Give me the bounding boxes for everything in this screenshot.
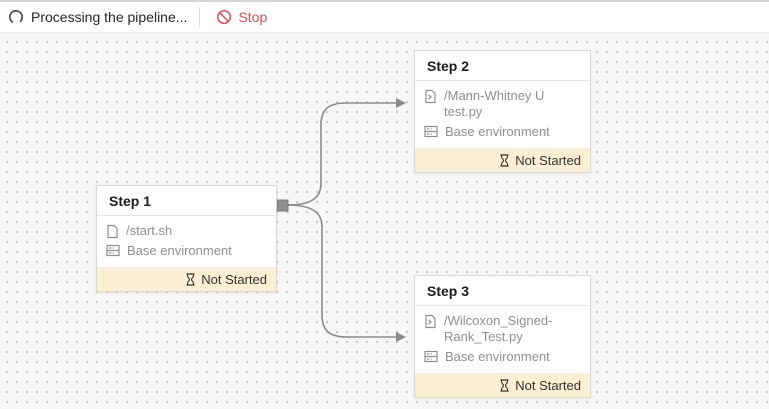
node-environment-label: Base environment [445,124,550,139]
node-status-label: Not Started [515,152,581,168]
edge-step1-step2 [286,102,396,206]
node-environment-label: Base environment [127,243,232,258]
arrowhead-step2 [396,98,406,108]
pipeline-node-step-1[interactable]: Step 1 /start.sh Base envi [96,185,277,292]
node-status-label: Not Started [201,271,267,287]
pipeline-node-step-2[interactable]: Step 2 /Mann-Whitney U test.py [414,50,591,173]
script-file-icon [424,89,437,104]
node-title: Step 3 [415,276,590,306]
node-environment-label: Base environment [445,349,550,364]
pipeline-node-step-3[interactable]: Step 3 /Wilcoxon_Signed-Rank_Test.py [414,275,591,398]
environment-icon [424,350,438,363]
pipeline-toolbar: Processing the pipeline... Stop [0,0,769,33]
node-environment-row: Base environment [424,349,581,365]
node-file-label: /Wilcoxon_Signed-Rank_Test.py [444,313,553,344]
stop-button[interactable]: Stop [212,7,271,27]
arrowhead-step3 [396,332,406,342]
node-file-row: /Wilcoxon_Signed-Rank_Test.py [424,313,581,345]
stop-icon [216,9,232,25]
edge-step1-step3 [286,204,396,338]
edges-layer [276,98,406,342]
node-file-label: /Mann-Whitney U test.py [444,88,545,119]
node-status-bar: Not Started [415,373,590,397]
toolbar-divider [199,7,201,27]
node-status-bar: Not Started [97,267,276,291]
node-body: /Wilcoxon_Signed-Rank_Test.py Base envir… [415,306,590,373]
pipeline-status: Processing the pipeline... [8,9,187,25]
node-status-bar: Not Started [415,148,590,172]
environment-icon [106,244,120,257]
node-environment-row: Base environment [106,243,267,259]
node-file-row: /start.sh [106,223,267,239]
file-icon [106,224,119,239]
node-body: /Mann-Whitney U test.py Base environment [415,81,590,148]
pipeline-status-text: Processing the pipeline... [31,9,188,25]
node-title: Step 2 [415,51,590,81]
spinner-icon [8,9,24,25]
script-file-icon [424,314,437,329]
node-environment-row: Base environment [424,124,581,140]
hourglass-icon [499,378,510,392]
node-body: /start.sh Base environment [97,216,276,267]
hourglass-icon [185,272,196,286]
node-status-label: Not Started [515,377,581,393]
pipeline-canvas[interactable]: Step 1 /start.sh Base envi [0,33,769,409]
node-file-row: /Mann-Whitney U test.py [424,88,581,120]
node-file-label: /start.sh [126,223,173,238]
node-title: Step 1 [97,186,276,216]
output-port-step1[interactable] [276,199,289,212]
hourglass-icon [499,153,510,167]
environment-icon [424,125,438,138]
stop-button-label: Stop [238,9,268,25]
